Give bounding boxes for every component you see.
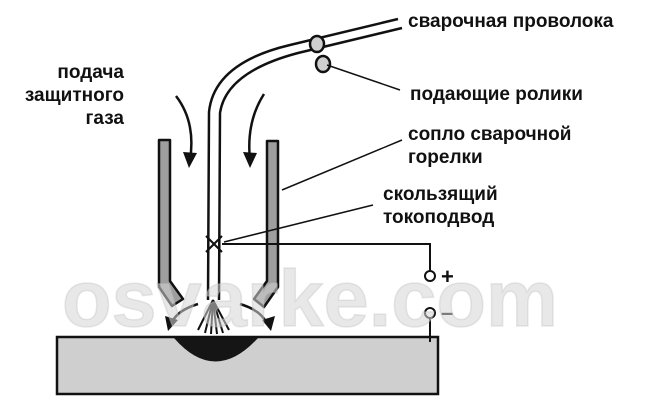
polarity-plus: + — [441, 264, 454, 289]
feed-rollers — [308, 34, 332, 74]
leader-lines — [223, 64, 403, 243]
label-nozzle-line2: горелки — [408, 147, 483, 168]
roller-top — [308, 34, 326, 54]
workpiece — [55, 335, 440, 396]
nozzle-right-wall — [252, 139, 280, 309]
welding-wire — [206, 17, 403, 301]
label-welding-wire: сварочная проволока — [408, 11, 614, 32]
gas-flow-arrows-out — [165, 302, 275, 331]
label-gas-line1: подача — [57, 62, 124, 83]
leader-rollers — [326, 64, 401, 91]
power-circuit — [222, 243, 436, 342]
label-contact-line2: токоподвод — [383, 207, 494, 228]
gas-flow-arrows-in — [175, 93, 266, 168]
polarity-minus: – — [441, 300, 453, 325]
label-feed-rollers: подающие ролики — [410, 84, 583, 105]
arc-sparks — [197, 299, 230, 335]
label-gas-line2: защитного — [25, 85, 124, 106]
sliding-contact — [205, 235, 223, 253]
label-gas-line3: газа — [86, 108, 125, 129]
nozzle-left-wall — [157, 138, 185, 308]
watermark: osvarke.com — [62, 254, 558, 343]
weld-pool — [174, 338, 258, 362]
roller-bottom — [314, 54, 332, 74]
label-nozzle-line1: сопло сварочной — [408, 124, 571, 145]
leader-contact — [223, 204, 374, 243]
label-contact-line1: скользящий — [383, 184, 498, 205]
leader-nozzle — [281, 139, 403, 191]
